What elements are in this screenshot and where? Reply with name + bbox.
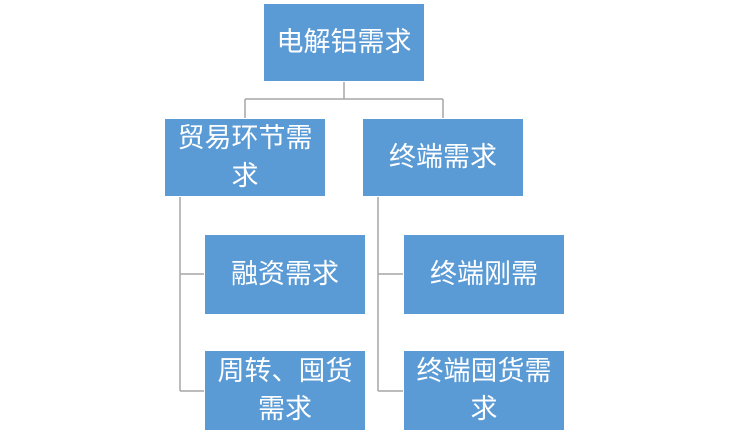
node-end-demand-label: 终端需求 (389, 141, 497, 173)
node-financing-demand-label: 融资需求 (231, 258, 339, 290)
node-trade-demand: 贸易环节需求 (164, 118, 326, 197)
node-turnover-demand: 周转、囤货需求 (204, 350, 366, 431)
node-financing-demand: 融资需求 (204, 234, 366, 315)
node-rigid-demand-label: 终端刚需 (430, 258, 538, 290)
node-end-demand: 终端需求 (362, 118, 524, 197)
node-root-label: 电解铝需求 (276, 26, 412, 58)
node-turnover-demand-label: 周转、囤货需求 (217, 355, 353, 425)
node-stockpile-demand: 终端囤货需求 (403, 350, 565, 431)
node-stockpile-demand-label: 终端囤货需求 (416, 355, 552, 425)
node-rigid-demand: 终端刚需 (403, 234, 565, 315)
node-trade-demand-label: 贸易环节需求 (177, 122, 313, 192)
node-root: 电解铝需求 (263, 3, 425, 82)
